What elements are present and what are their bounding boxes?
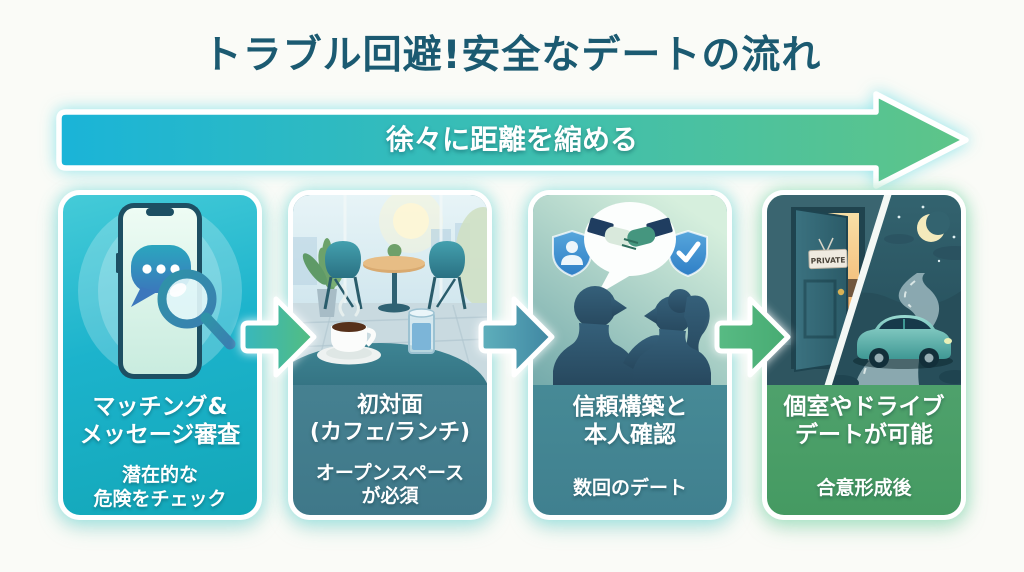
step-card-private: PRIVATE [762, 190, 966, 520]
chair-left-icon [323, 241, 363, 310]
conversation-illustration [533, 195, 727, 385]
cafe-table-icon [363, 244, 425, 313]
banner-label: 徐々に距離を縮める [385, 123, 638, 156]
water-glass-icon [408, 308, 435, 354]
step-card-trust: 信頼構築と 本人確認 数回のデート [528, 190, 732, 520]
page-title: トラブル回避!安全なデートの流れ [202, 33, 822, 78]
step-title: 個室やドライブ デートが可能 [783, 394, 945, 449]
step-subtitle: 潜在的な 危険をチェック [93, 464, 227, 510]
phone-screening-illustration [63, 195, 257, 385]
private-sign: PRIVATE [810, 255, 845, 265]
private-drive-illustration: PRIVATE [767, 195, 961, 385]
step-title: マッチング& メッセージ審査 [79, 394, 241, 449]
step-card-first-meeting: 初対面 (カフェ/ランチ) オープンスペース が必須 [288, 190, 492, 520]
step-card-matching: マッチング& メッセージ審査 潜在的な 危険をチェック [58, 190, 262, 520]
coffee-cup-icon [317, 284, 381, 365]
woman-silhouette [633, 289, 711, 385]
right-arrow-banner-shape [56, 91, 969, 189]
step-arrow-3-icon [714, 285, 792, 389]
moon-icon [917, 211, 950, 242]
cafe-scene-illustration [293, 195, 487, 385]
step-arrow-1-icon [240, 285, 318, 389]
magnifier-icon [157, 269, 236, 350]
scene-divider [824, 195, 892, 385]
handshake-bubble-icon [584, 202, 676, 295]
step-subtitle: 数回のデート [572, 477, 687, 500]
step-arrow-2-icon [478, 285, 556, 389]
step-subtitle: 合意形成後 [816, 477, 912, 500]
step-subtitle: オープンスペース が必須 [315, 461, 465, 508]
progress-arrow-banner: 徐々に距離を縮める [0, 84, 1024, 196]
step-title: 初対面 (カフェ/ランチ) [309, 393, 471, 445]
man-silhouette [553, 286, 665, 385]
step-title: 信頼構築と 本人確認 [572, 394, 688, 449]
car-icon [853, 315, 953, 369]
shield-check-icon [668, 229, 708, 278]
chair-right-icon [427, 241, 467, 310]
door-icon: PRIVATE [794, 207, 848, 373]
